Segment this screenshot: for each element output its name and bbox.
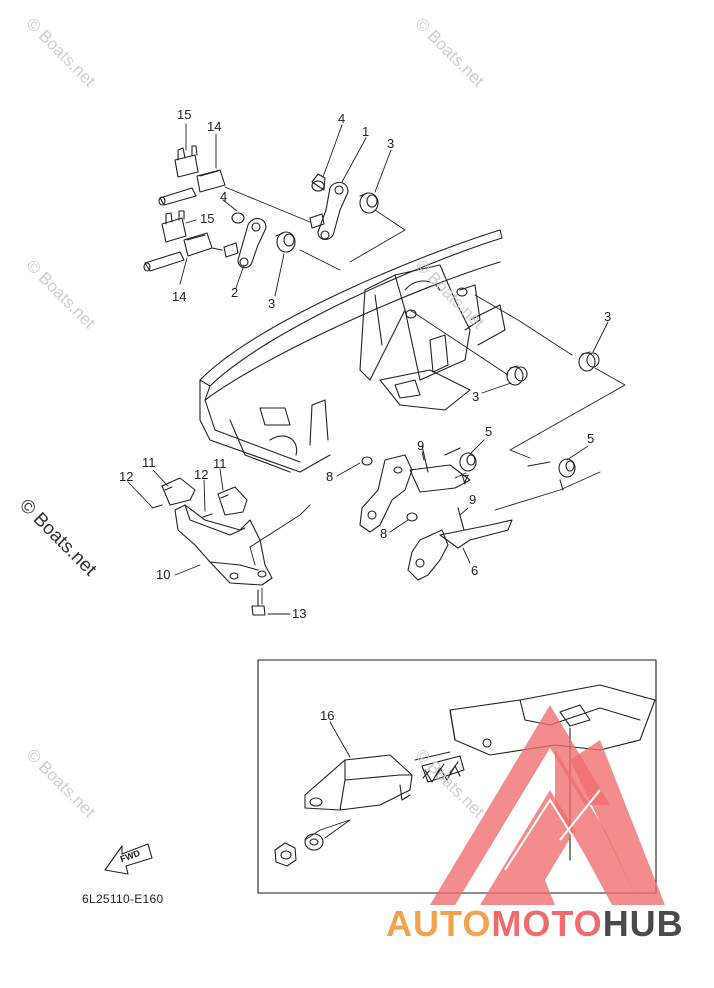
- cable-end-lower: [143, 210, 213, 272]
- fwd-arrow: [104, 843, 153, 875]
- callout-6: 6: [471, 563, 479, 578]
- shift-arms: [359, 445, 513, 581]
- callout-15: 15: [200, 211, 215, 226]
- callout-4: 4: [338, 111, 346, 126]
- leader-lines: [127, 123, 626, 841]
- callout-7: 7: [462, 472, 470, 487]
- callout-12: 12: [119, 469, 134, 484]
- callout-3: 3: [604, 309, 612, 324]
- callout-1: 1: [362, 124, 370, 139]
- callout-5: 5: [485, 424, 493, 439]
- callout-8: 8: [380, 526, 388, 541]
- callout-5: 5: [587, 431, 595, 446]
- callout-9: 9: [417, 438, 425, 453]
- callout-14: 14: [207, 119, 222, 134]
- bushings: [506, 351, 600, 386]
- callout-16: 16: [320, 708, 335, 723]
- callout-12: 12: [194, 467, 209, 482]
- brand-part-auto: AUTO: [386, 903, 492, 944]
- callout-14: 14: [172, 289, 187, 304]
- bottom-cowling: [199, 229, 506, 473]
- callout-2: 2: [231, 285, 239, 300]
- callout-3: 3: [472, 389, 480, 404]
- callout-10: 10: [156, 567, 171, 582]
- automotohub-logo: [430, 705, 665, 905]
- callout-11: 11: [213, 456, 227, 471]
- callout-3: 3: [387, 136, 395, 151]
- cable-bracket: [151, 477, 273, 586]
- cable-end-upper: [158, 145, 226, 206]
- brand-part-moto: MOTO: [491, 903, 603, 944]
- bolt-13: [251, 589, 266, 616]
- diagram-code: 6L25110-E160: [82, 892, 164, 906]
- throttle-lever-2: [223, 212, 296, 269]
- brand-wordmark: AUTOMOTOHUB: [386, 903, 684, 945]
- callout-13: 13: [292, 606, 307, 621]
- callout-11: 11: [142, 455, 156, 470]
- brand-part-hub: HUB: [602, 903, 684, 944]
- link-rods: [444, 447, 576, 491]
- callout-4: 4: [220, 189, 228, 204]
- callout-3: 3: [268, 296, 276, 311]
- callout-15: 15: [177, 107, 192, 122]
- logo-inner-lines: [504, 789, 601, 871]
- callout-8: 8: [326, 469, 334, 484]
- callout-9: 9: [469, 492, 477, 507]
- throttle-lever-1: [309, 173, 379, 241]
